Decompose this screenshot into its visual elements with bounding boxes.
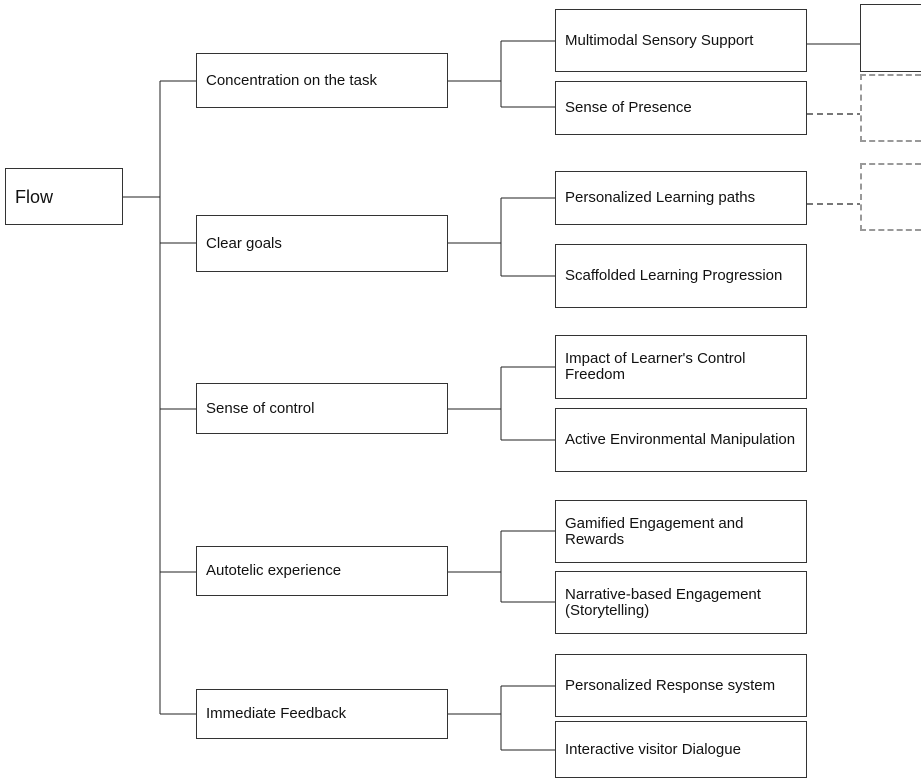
node-label: Clear goals xyxy=(206,234,282,252)
node-gamified-engagement-and-rewards: Gamified Engagement and Rewards xyxy=(555,500,807,563)
node-interactive-visitor-dialogue: Interactive visitor Dialogue xyxy=(555,721,807,778)
node-label: Autotelic experience xyxy=(206,562,342,579)
node-level3-dashed-partial-1 xyxy=(860,74,921,142)
node-scaffolded-learning-progression: Scaffolded Learning Progression xyxy=(555,244,807,308)
root-node-label: Flow xyxy=(15,186,54,207)
node-personalized-response-system: Personalized Response system xyxy=(555,654,807,717)
node-label: Immediate Feedback xyxy=(206,705,347,722)
node-label: Narrative-based Engagement (Storytelling… xyxy=(565,585,761,619)
node-impact-of-learners-control-freedom: Impact of Learner's Control Freedom xyxy=(555,335,807,399)
node-narrative-based-engagement: Narrative-based Engagement (Storytelling… xyxy=(555,571,807,634)
node-label: Interactive visitor Dialogue xyxy=(565,740,741,758)
node-sense-of-control: Sense of control xyxy=(196,383,448,434)
node-multimodal-sensory-support: Multimodal Sensory Support xyxy=(555,9,807,72)
node-label: Sense of Presence xyxy=(565,99,692,116)
node-label: Personalized Response system xyxy=(565,676,776,694)
node-sense-of-presence: Sense of Presence xyxy=(555,81,807,135)
node-autotelic-experience: Autotelic experience xyxy=(196,546,448,596)
node-label: Active Environmental Manipulation xyxy=(565,431,796,448)
node-label: Personalized Learning paths xyxy=(565,189,756,206)
node-immediate-feedback: Immediate Feedback xyxy=(196,689,448,739)
root-node-flow: Flow xyxy=(5,168,123,225)
node-label: Sense of control xyxy=(206,399,315,417)
node-level3-solid-partial xyxy=(860,4,921,72)
node-level3-dashed-partial-2 xyxy=(860,163,921,231)
node-label: Gamified Engagement and Rewards xyxy=(565,514,744,548)
node-clear-goals: Clear goals xyxy=(196,215,448,272)
node-active-environmental-manipulation: Active Environmental Manipulation xyxy=(555,408,807,472)
node-label: Scaffolded Learning Progression xyxy=(565,267,783,284)
node-label: Concentration on the task xyxy=(206,71,377,89)
node-concentration-on-task: Concentration on the task xyxy=(196,53,448,108)
node-label: Impact of Learner's Control Freedom xyxy=(565,350,746,383)
node-label: Multimodal Sensory Support xyxy=(565,31,754,49)
node-personalized-learning-paths: Personalized Learning paths xyxy=(555,171,807,225)
